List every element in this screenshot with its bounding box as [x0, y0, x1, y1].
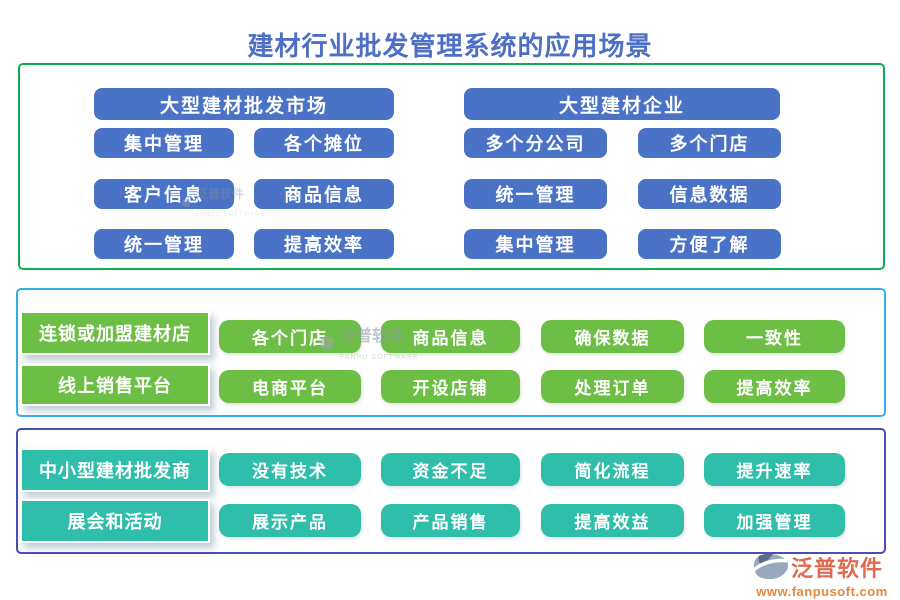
node-improve-efficiency: 提高效率 [254, 229, 394, 259]
group-header-wholesale-market: 大型建材批发市场 [94, 88, 394, 120]
fanpu-logo-text: 泛普软件 [791, 556, 884, 581]
section-large-enterprise: 大型建材批发市场 集中管理 各个摊位 客户信息 商品信息 统一管理 提高效率 大… [18, 63, 885, 270]
page-title: 建材行业批发管理系统的应用场景 [247, 31, 653, 61]
node-product-info: 商品信息 [254, 179, 394, 209]
fanpu-logo-url[interactable]: www.fanpusoft.com [756, 584, 888, 599]
node-strengthen-management: 加强管理 [704, 504, 845, 537]
node-customer-info: 客户信息 [94, 179, 234, 209]
node-multi-branches: 多个分公司 [464, 128, 607, 158]
node-increase-speed: 提升速率 [704, 453, 845, 486]
node-multi-stores: 多个门店 [638, 128, 781, 158]
node-each-store: 各个门店 [219, 320, 361, 353]
row-label-exhibitions: 展会和活动 [20, 499, 210, 543]
node-improve-efficiency-2: 提高效率 [704, 370, 845, 403]
node-consistency: 一致性 [704, 320, 845, 353]
node-unified-management: 统一管理 [94, 229, 234, 259]
node-product-info-2: 商品信息 [381, 320, 520, 353]
row-label-small-wholesaler: 中小型建材批发商 [20, 448, 210, 492]
node-ecommerce-platform: 电商平台 [219, 370, 361, 403]
node-open-shop: 开设店铺 [381, 370, 520, 403]
node-process-orders: 处理订单 [541, 370, 684, 403]
node-centralized-management-2: 集中管理 [464, 229, 607, 259]
node-info-data: 信息数据 [638, 179, 781, 209]
group-header-large-enterprise: 大型建材企业 [464, 88, 780, 120]
node-product-sales: 产品销售 [381, 504, 520, 537]
node-unified-management-2: 统一管理 [464, 179, 607, 209]
node-show-products: 展示产品 [219, 504, 361, 537]
row-label-online-platform: 线上销售平台 [20, 364, 210, 406]
row-label-chain-stores: 连锁或加盟建材店 [20, 311, 210, 355]
node-no-technology: 没有技术 [219, 453, 361, 486]
fanpu-logo-icon [751, 553, 791, 580]
node-simplify-process: 简化流程 [541, 453, 684, 486]
fanpu-logo: 泛普软件 www.fanpusoft.com [751, 551, 893, 599]
node-lack-of-funds: 资金不足 [381, 453, 520, 486]
node-centralized-management: 集中管理 [94, 128, 234, 158]
node-ensure-data: 确保数据 [541, 320, 684, 353]
section-small-wholesaler: 中小型建材批发商 没有技术 资金不足 简化流程 提升速率 展会和活动 展示产品 … [16, 428, 886, 554]
node-easy-to-know: 方便了解 [638, 229, 781, 259]
node-improve-benefit: 提高效益 [541, 504, 684, 537]
section-chain-online: 连锁或加盟建材店 各个门店 商品信息 确保数据 一致性 线上销售平台 电商平台 … [16, 288, 886, 417]
node-each-stall: 各个摊位 [254, 128, 394, 158]
